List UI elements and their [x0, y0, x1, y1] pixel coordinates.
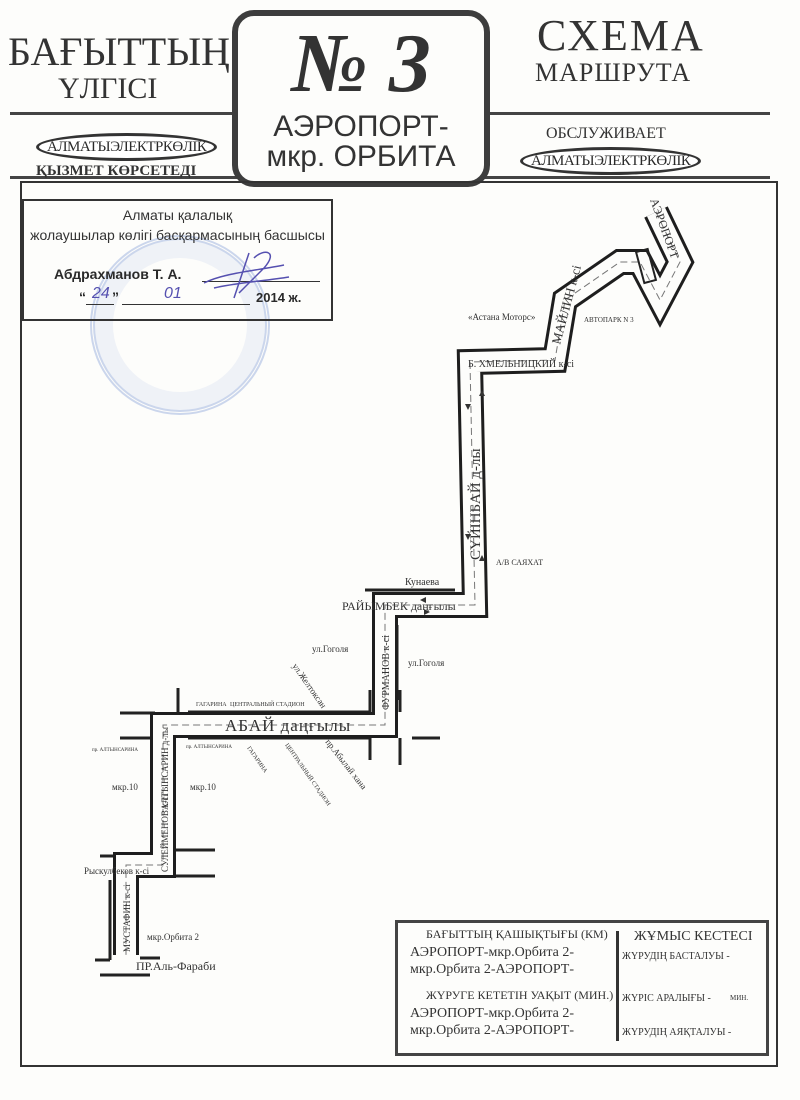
left-subtitle: ҮЛГІСІ — [58, 72, 158, 105]
label-astana-motors: «Астана Моторс» — [468, 312, 535, 322]
official-stamp — [90, 235, 270, 415]
label-gagarina-bottom: ГАГАРИНА — [245, 746, 268, 775]
label-khmelnitsky: Б. ХМЕЛЬНИЦКИЙ к-сі — [468, 358, 574, 370]
direction-arrows — [420, 390, 485, 615]
label-abay: АБАЙ даңғылы — [225, 716, 351, 735]
time-back: мкр.Орбита 2-АЭРОПОРТ- — [410, 1023, 575, 1038]
month-line — [122, 304, 250, 305]
quote-open: “ — [79, 289, 86, 305]
day-line — [86, 304, 114, 305]
quote-close: ” — [112, 289, 119, 305]
operator-caption-right: ОБСЛУЖИВАЕТ — [546, 125, 666, 142]
label-orbita2: мкр.Орбита 2 — [147, 932, 199, 942]
route-name-line2: мкр. ОРБИТА — [266, 140, 456, 173]
approval-line1: Алматы қалалық — [122, 207, 233, 223]
label-altynsarin-road: АЛТЫНСАРИН д-лы — [160, 727, 170, 810]
operator-logo-left: АЛМАТЫЭЛЕКТРКӨЛІК — [36, 133, 218, 161]
label-gogol-left: ул.Гоголя — [312, 644, 348, 654]
sign-day: 24 — [92, 285, 110, 302]
label-al-farabi: ПР.Аль-Фараби — [136, 959, 216, 973]
schedule-heading: ЖҰМЫС КЕСТЕСІ — [634, 929, 753, 944]
time-forward: АЭРОПОРТ-мкр.Орбита 2- — [410, 1006, 575, 1021]
operator-caption-left: ҚЫЗМЕТ КӨРСЕТЕДІ — [36, 163, 197, 179]
label-mkr10-right: мкр.10 — [190, 782, 216, 792]
side-streets — [95, 588, 455, 977]
operator-logo-right: АЛМАТЫЭЛЕКТРКӨЛІК — [520, 147, 702, 175]
info-divider — [616, 931, 619, 1041]
route-info-box: БАҒЫТТЫҢ ҚАШЫҚТЫҒЫ (КМ) АЭРОПОРТ-мкр.Орб… — [395, 920, 769, 1056]
approval-block: Алматы қалалық жолаушылар көлігі басқарм… — [22, 199, 333, 321]
label-furmanov: ФУРМАНОВ к-сі — [381, 635, 392, 710]
schedule-end: ЖҮРУДІҢ АЯҚТАЛУЫ - — [622, 1027, 732, 1038]
label-kunaeva: Кунаева — [405, 577, 440, 588]
label-altynsarin-top: пр. АЛТЫНСАРИНА — [186, 745, 232, 750]
label-ryskulbekov: Рыскулбеков к-сі — [84, 866, 150, 876]
distance-forward: АЭРОПОРТ-мкр.Орбита 2- — [410, 945, 575, 960]
label-ablai-khan: пр.Абылай хана — [323, 737, 368, 791]
distance-back: мкр.Орбита 2-АЭРОПОРТ- — [410, 962, 575, 977]
map-frame — [20, 181, 778, 1067]
route-name: АЭРОПОРТ- мкр. ОРБИТА — [238, 112, 484, 172]
label-altynsarin-left: пр. АЛТЫНСАРИНА — [92, 748, 138, 753]
route-number: № 3 — [291, 17, 431, 110]
label-central-stadium-bottom: ЦЕНТРАЛЬНЫЙ СТАДИОН — [283, 742, 333, 808]
distance-heading: БАҒЫТТЫҢ ҚАШЫҚТЫҒЫ (КМ) — [426, 927, 608, 941]
approver-name: Абдрахманов Т. А. — [54, 266, 182, 282]
schedule-interval: ЖҮРІС АРАЛЫҒЫ - — [622, 993, 711, 1004]
label-central-stadium-top: ЦЕНТРАЛЬНЫЙ СТАДИОН — [230, 700, 305, 708]
schedule-interval-unit: МИН. — [730, 994, 749, 1002]
label-gogol-right: ул.Гоголя — [408, 658, 444, 668]
airport-building-icon — [634, 247, 658, 285]
label-mustafin: МУСТАФИН к-сі — [122, 884, 132, 952]
label-mkr10-left: мкр.10 — [112, 782, 138, 792]
label-autopark: АВТОПАРК N 3 — [584, 316, 634, 324]
label-gagarina-top: ГАГАРИНА — [196, 702, 227, 708]
route-corridor — [113, 206, 695, 955]
right-title: СХЕМА — [537, 11, 705, 60]
sign-year: 2014 ж. — [256, 290, 302, 305]
route-number-box: № 3 АЭРОПОРТ- мкр. ОРБИТА — [232, 10, 490, 187]
label-sayakhat: А/В САЯХАТ — [496, 558, 543, 567]
left-title: БАҒЫТТЫҢ — [8, 29, 230, 74]
label-raiymbek: РАЙЫМБЕК даңғылы — [342, 599, 456, 613]
time-heading: ЖҮРУГЕ КЕТЕТІН УАҚЫТ (МИН.) — [426, 988, 614, 1002]
label-suleimenov: СУЛЕЙМЕНОВ к-сі — [160, 794, 170, 872]
signature — [203, 251, 290, 299]
label-suyinbay: СҮЙІНБАЙ д-лы — [467, 448, 484, 560]
right-subtitle: МАРШРУТА — [535, 58, 692, 87]
schedule-start: ЖҮРУДІҢ БАСТАЛУЫ - — [622, 951, 730, 962]
route-name-line1: АЭРОПОРТ- — [273, 110, 449, 143]
approval-line2: жолаушылар көлігі басқармасының басшысы — [30, 227, 325, 243]
sign-month: 01 — [164, 285, 182, 302]
